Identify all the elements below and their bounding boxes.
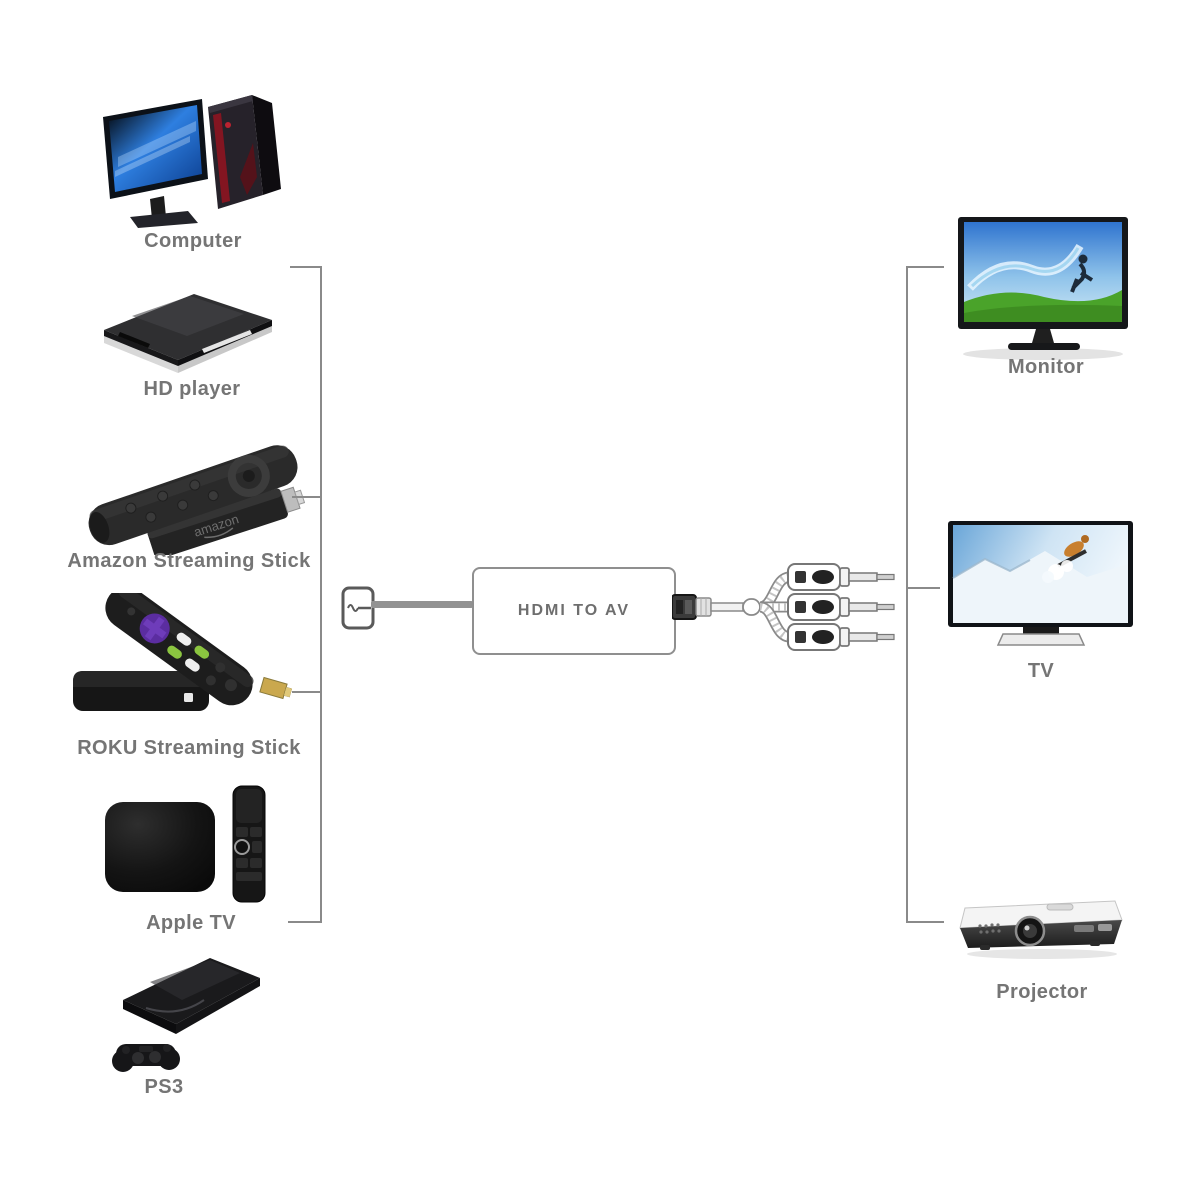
connector-stub-amazon-stick — [292, 496, 322, 498]
output-label-monitor: Monitor — [1007, 356, 1085, 378]
output-label-tv: TV — [1027, 660, 1055, 682]
connector-stub-roku-stick — [292, 691, 322, 693]
projector-image — [959, 900, 1123, 959]
source-label-ps3: PS3 — [144, 1076, 184, 1098]
rca-plug-middle — [787, 593, 895, 621]
rca-branch-tubes — [758, 571, 792, 643]
apple-tv-image — [105, 785, 266, 903]
source-label-amazon-stick: Amazon Streaming Stick — [67, 550, 311, 572]
rca-plug-top — [787, 563, 895, 591]
monitor-figure — [1070, 254, 1094, 293]
source-label-apple-tv: Apple TV — [146, 912, 236, 934]
tv-snowboarder — [1042, 535, 1089, 583]
connector-stub-projector — [906, 921, 944, 923]
source-label-computer: Computer — [144, 230, 242, 252]
connector-right-vertical-line — [906, 266, 908, 923]
hdmi-to-av-adapter-box: HDMI TO AV — [472, 567, 676, 655]
hdmi-plug-icon — [341, 586, 375, 630]
source-label-roku-stick: ROKU Streaming Stick — [77, 737, 301, 759]
monitor-image — [958, 217, 1128, 360]
av-rca-cable-icon — [672, 563, 895, 651]
rca-plug-bottom — [787, 623, 895, 651]
connector-left-vertical-line — [320, 266, 322, 923]
source-label-hd-player: HD player — [143, 378, 241, 400]
connector-stub-tv — [906, 587, 940, 589]
adapter-label: HDMI TO AV — [517, 602, 631, 619]
projector-vents — [978, 923, 1001, 934]
connector-stub-computer — [290, 266, 322, 268]
hdmi-cable — [371, 601, 473, 608]
hd-player-image — [104, 294, 272, 373]
output-label-projector: Projector — [996, 981, 1088, 1003]
tv-image — [948, 521, 1133, 646]
amazon-streaming-stick-image: amazon — [88, 445, 305, 555]
connector-stub-monitor — [906, 266, 944, 268]
roku-streaming-stick-image — [73, 593, 293, 711]
ps3-console-image — [112, 958, 260, 1072]
desktop-computer-image — [103, 95, 281, 228]
connector-stub-apple-tv — [288, 921, 322, 923]
